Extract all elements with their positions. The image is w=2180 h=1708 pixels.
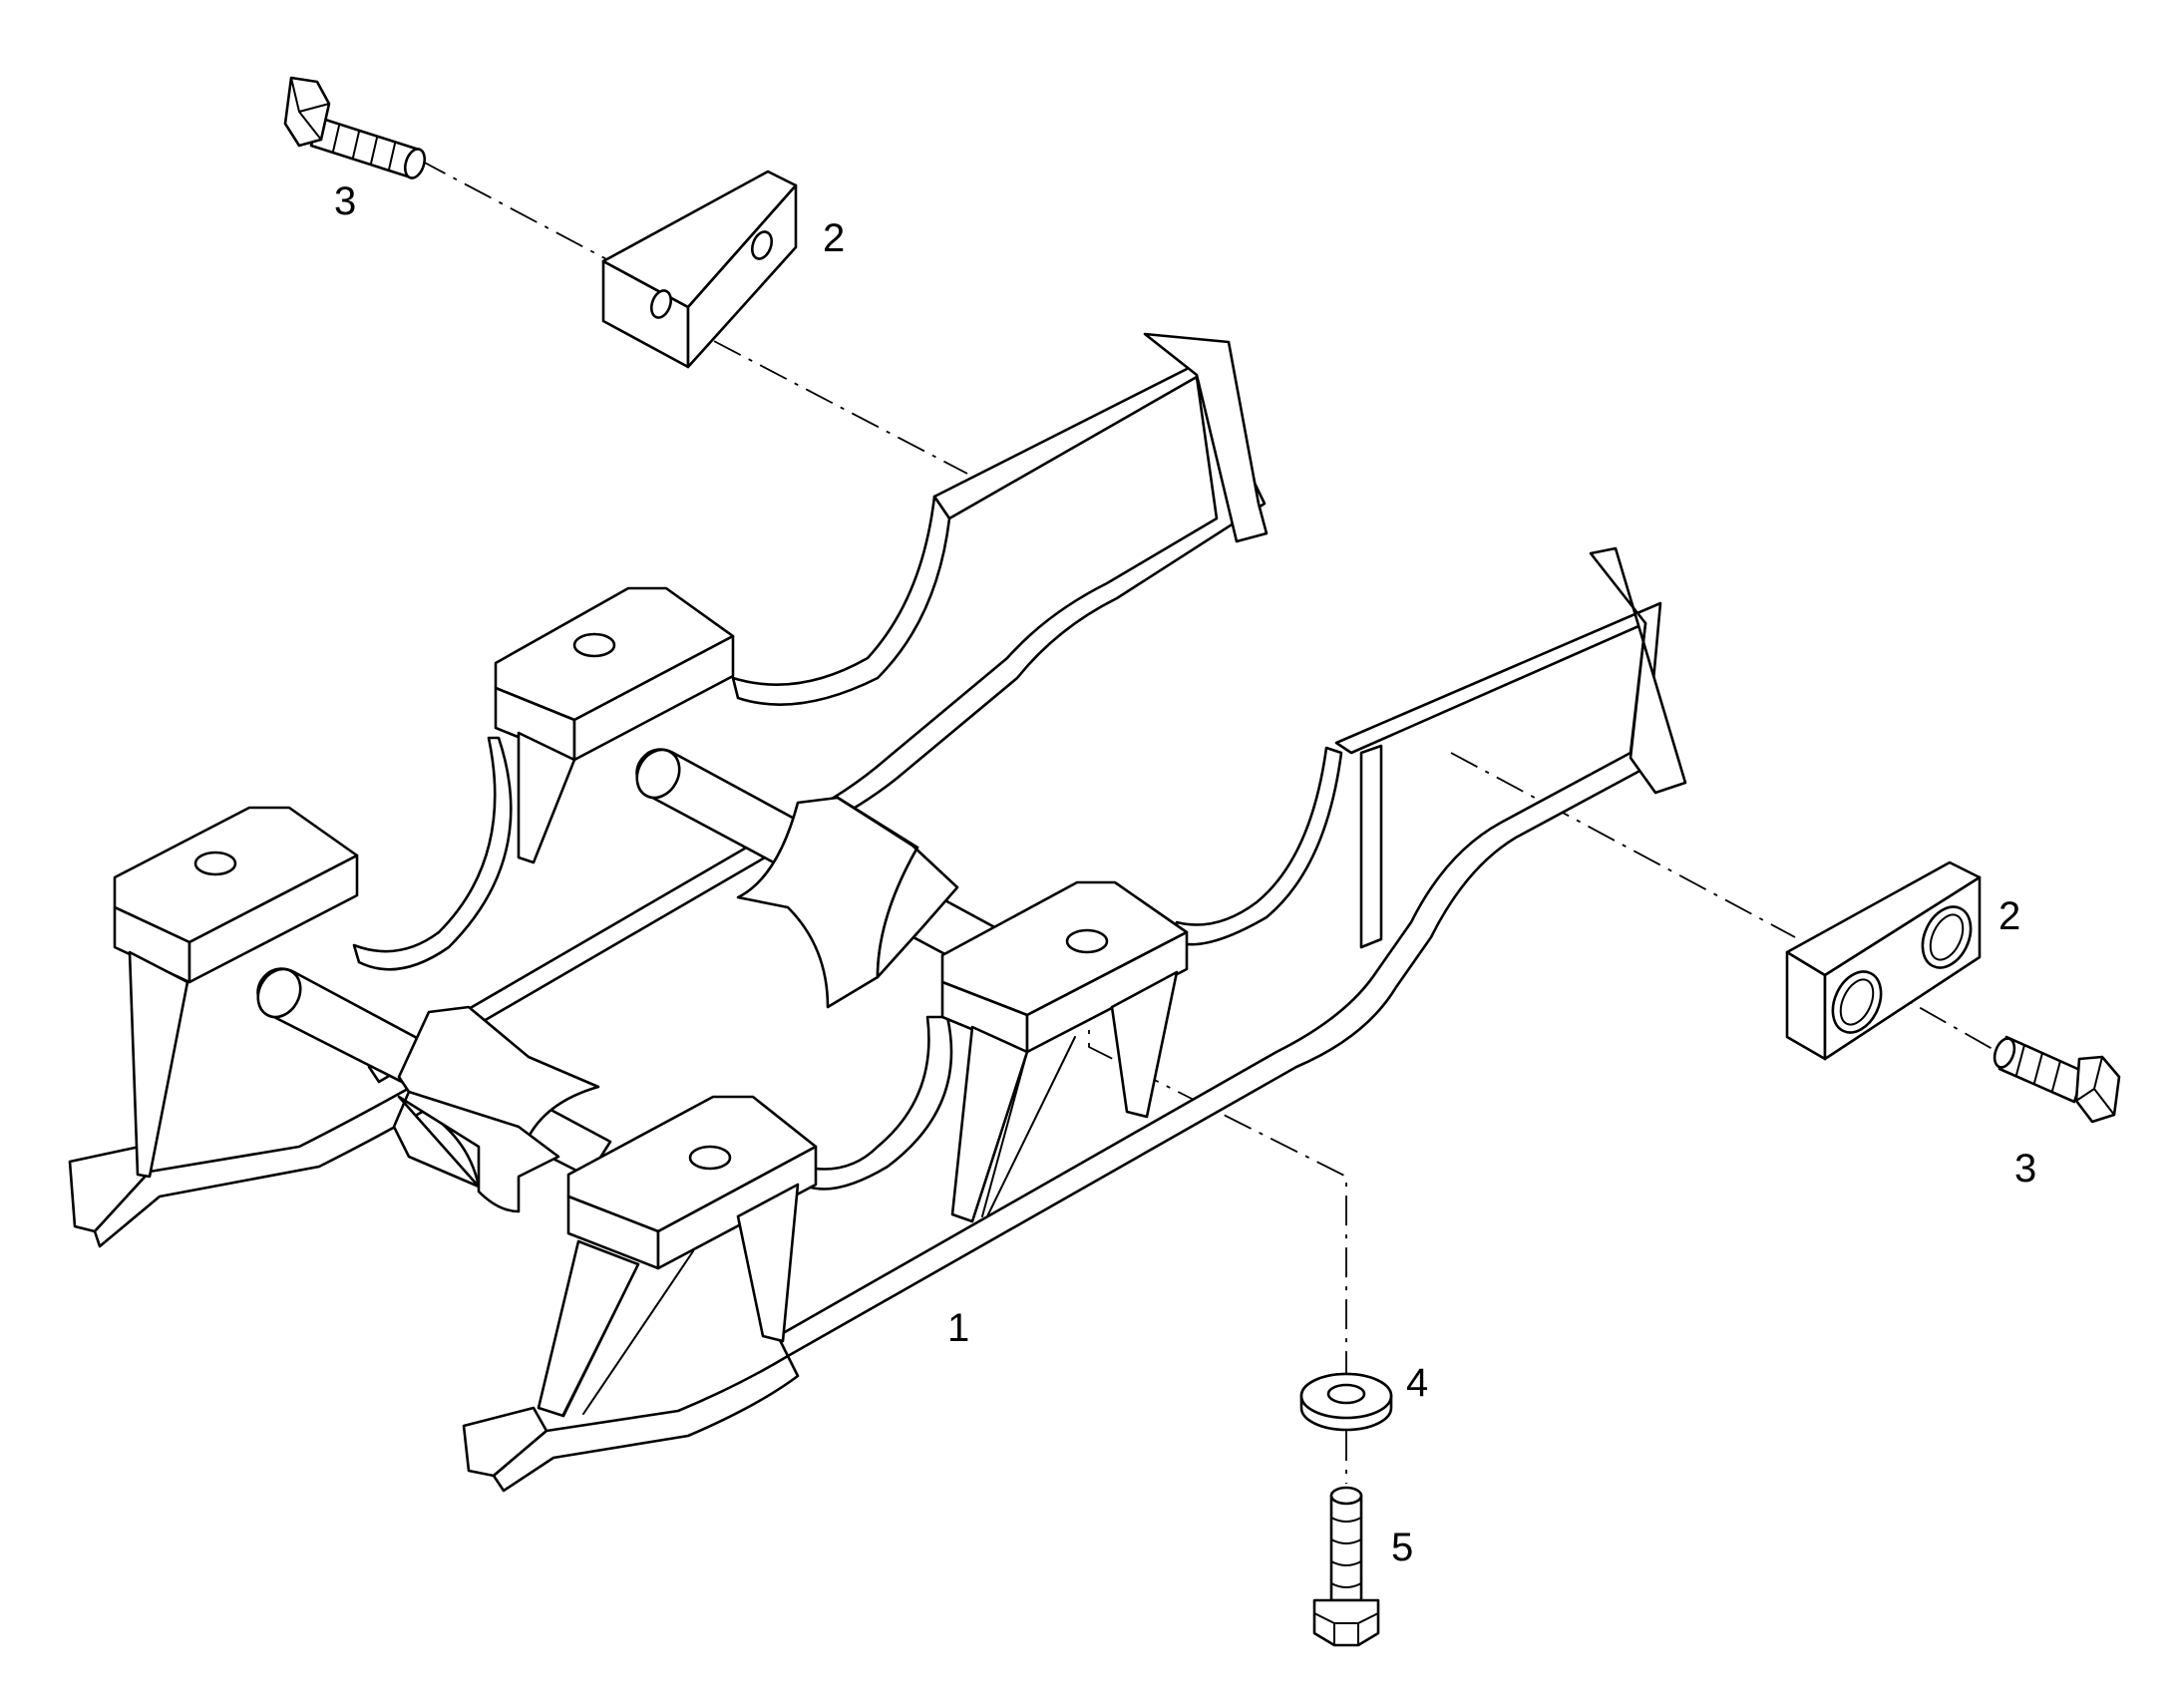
rear-left-mount-hole <box>193 851 237 876</box>
back-rail-end-cap <box>1143 332 1269 543</box>
cross-shaft-upper-end <box>635 748 681 800</box>
bolt-top-tip <box>403 148 427 179</box>
callout-plate-top: 2 <box>823 216 845 260</box>
callout-washer: 4 <box>1406 1361 1428 1405</box>
bolt-right <box>1993 1035 2121 1124</box>
callout-bolt-top: 3 <box>334 179 356 223</box>
front-rail-end-cap <box>1589 546 1687 795</box>
front-left-leg-brace <box>562 1250 694 1415</box>
bolt-right-hex-edge <box>2075 1056 2115 1116</box>
bolt-right-tip <box>1993 1037 2016 1069</box>
center-clamp-upper-side <box>836 796 959 979</box>
plate-top <box>601 170 798 369</box>
rear-left-mount-side <box>187 854 359 984</box>
front-bottom-rail <box>492 1354 800 1493</box>
bolt-bottom-tip <box>1329 1486 1363 1506</box>
plate-right-hole-2-inner <box>1929 913 1965 961</box>
front-right-mount-hole <box>1065 928 1109 954</box>
callout-frame: 1 <box>947 1306 969 1350</box>
callout-plate-right: 2 <box>1998 894 2020 938</box>
plate-right-hole-2 <box>1921 905 1973 969</box>
rear-right-leg <box>517 731 576 864</box>
plate-top-side-face <box>686 183 798 369</box>
front-right-leg-b <box>1110 970 1179 1119</box>
front-left-leg-a <box>537 1239 640 1418</box>
center-clamp-lower-base <box>392 1090 560 1213</box>
bolt-bottom-hex-edge <box>1313 1612 1379 1646</box>
plate-right <box>1785 860 1982 1061</box>
washer <box>1299 1372 1393 1432</box>
bolt-top-hex-head <box>283 76 331 148</box>
bolt-top-shank <box>309 116 421 179</box>
cross-shaft-lower-end <box>256 967 302 1019</box>
bolt-bottom-threads <box>1330 1517 1362 1588</box>
callout-bolt-bottom: 5 <box>1391 1526 1413 1569</box>
back-rail-cutout-right <box>731 495 951 706</box>
bolt-right-threads <box>2015 1044 2061 1092</box>
rear-right-mount-side <box>572 634 735 762</box>
front-left-mount-hole <box>688 1145 732 1171</box>
rear-left-leg <box>128 950 189 1179</box>
washer-hole <box>1326 1383 1366 1405</box>
front-rail-cutout-left <box>801 1015 953 1191</box>
plate-right-hole-1 <box>1831 970 1883 1034</box>
front-right-mount-side <box>1025 930 1189 1054</box>
back-rail-cutout-left <box>352 736 513 971</box>
back-rail <box>367 362 1267 1084</box>
plate-right-hole-1-inner <box>1839 978 1875 1026</box>
plate-top-hole-1 <box>649 289 673 319</box>
callout-bolt-right: 3 <box>2014 1147 2036 1191</box>
front-rail-cutout-right <box>1175 746 1343 946</box>
front-rail-rib <box>1359 744 1383 949</box>
rear-right-mount-hole <box>572 632 616 658</box>
callouts: 1 2 2 3 3 4 5 <box>334 179 2036 1569</box>
front-right-leg-a <box>950 1025 1029 1223</box>
bolt-bottom <box>1312 1486 1380 1647</box>
main-frame <box>68 332 1687 1493</box>
front-rail <box>776 601 1662 1358</box>
bolt-top <box>283 76 427 179</box>
bolt-top-threads <box>332 125 396 171</box>
bolt-top-hex-edge <box>290 77 330 141</box>
front-right-leg-brace <box>981 1036 1076 1217</box>
front-left-mount-side <box>656 1145 818 1270</box>
front-left-leg-b <box>736 1183 800 1343</box>
plate-top-hole-2 <box>750 230 774 260</box>
